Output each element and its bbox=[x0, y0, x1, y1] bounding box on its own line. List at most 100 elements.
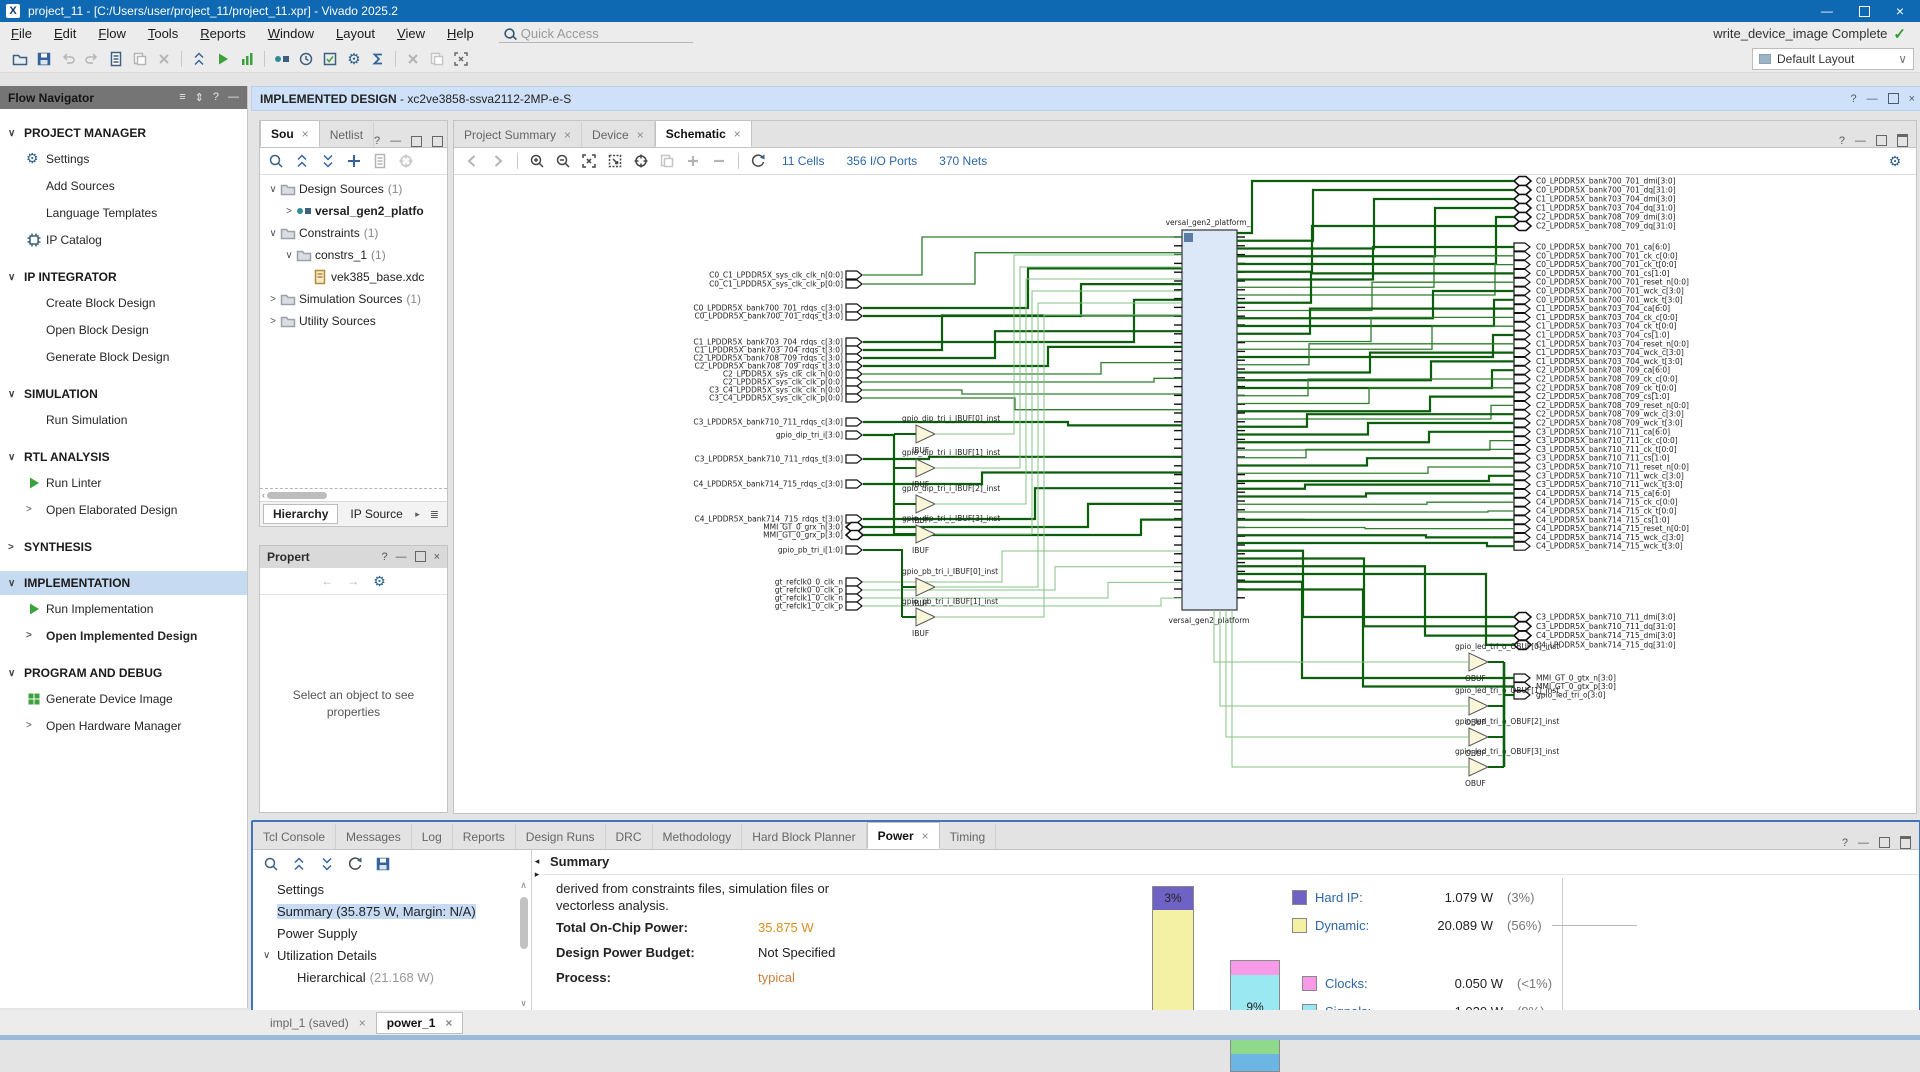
zoom-in-icon[interactable] bbox=[526, 151, 548, 171]
banner-help-icon[interactable]: ? bbox=[1850, 92, 1857, 105]
layout-selector-dropdown[interactable]: Default Layout∨ bbox=[1752, 47, 1914, 70]
panel-minimize-icon[interactable]: — bbox=[390, 135, 402, 147]
power-search-icon[interactable] bbox=[260, 854, 282, 874]
flownav-item-run-linter[interactable]: Run Linter bbox=[0, 469, 247, 496]
panel-maximize-icon[interactable] bbox=[1876, 135, 1887, 146]
add-sources-icon[interactable] bbox=[343, 151, 365, 171]
source-tree-item-versal-gen2-platfo[interactable]: >versal_gen2_platfo bbox=[260, 200, 447, 222]
stat-nets[interactable]: 370 Nets bbox=[939, 154, 988, 168]
attach-icon[interactable] bbox=[426, 49, 448, 69]
bottom-tab-messages[interactable]: Messages bbox=[336, 824, 412, 849]
panel-float-icon[interactable] bbox=[1897, 134, 1908, 147]
panel-minimize-icon[interactable]: — bbox=[1855, 134, 1866, 147]
bottom-tab-drc[interactable]: DRC bbox=[606, 824, 653, 849]
flownav-section-synthesis[interactable]: >SYNTHESIS bbox=[0, 535, 247, 559]
stat-io-ports[interactable]: 356 I/O Ports bbox=[846, 154, 918, 168]
menu-flow[interactable]: Flow bbox=[98, 26, 126, 41]
source-tree-item-vek385-base-xdc[interactable]: vek385_base.xdc bbox=[260, 266, 447, 288]
close-icon[interactable]: × bbox=[921, 828, 929, 843]
tree-expander-icon[interactable]: ∨ bbox=[263, 949, 271, 961]
bottom-tab-log[interactable]: Log bbox=[412, 824, 453, 849]
banner-maximize-icon[interactable] bbox=[1887, 92, 1899, 104]
menu-layout[interactable]: Layout bbox=[335, 26, 376, 41]
menu-view[interactable]: View bbox=[397, 26, 425, 41]
flownav-item-ip-catalog[interactable]: IP Catalog bbox=[0, 226, 247, 253]
sum-icon[interactable] bbox=[367, 49, 389, 69]
timing-icon[interactable] bbox=[295, 49, 317, 69]
tab-schematic[interactable]: Schematic× bbox=[654, 120, 752, 147]
flownav-item-create-block-design[interactable]: Create Block Design bbox=[0, 289, 247, 316]
tree-expander-icon[interactable]: > bbox=[270, 293, 276, 305]
tree-expander-icon[interactable]: > bbox=[270, 315, 276, 327]
add-icon[interactable] bbox=[682, 151, 704, 171]
menu-tools[interactable]: Tools bbox=[147, 26, 179, 41]
flownav-item-add-sources[interactable]: Add Sources bbox=[0, 172, 247, 199]
stats-icon[interactable] bbox=[236, 49, 258, 69]
collapse-all-icon[interactable]: ⇕ bbox=[194, 92, 204, 104]
flownav-item-open-elaborated-design[interactable]: >Open Elaborated Design bbox=[0, 496, 247, 523]
autofit-selection-icon[interactable] bbox=[630, 151, 652, 171]
close-icon[interactable]: × bbox=[1895, 3, 1904, 19]
power-collapse-icon[interactable] bbox=[288, 854, 310, 874]
props-help-icon[interactable]: ? bbox=[381, 551, 388, 563]
source-tree-item-utility-sources[interactable]: >Utility Sources bbox=[260, 310, 447, 332]
tree-expander-icon[interactable]: ∨ bbox=[285, 249, 293, 261]
tree-expander-icon[interactable]: ∨ bbox=[269, 183, 277, 195]
minimize-icon[interactable]: — bbox=[1820, 4, 1833, 18]
tab-scroll-right-icon[interactable]: ▸ bbox=[415, 508, 420, 519]
power-save-icon[interactable] bbox=[372, 854, 394, 874]
flownav-section-rtl-analysis[interactable]: ∨RTL ANALYSIS bbox=[0, 445, 247, 469]
panel-float-icon[interactable] bbox=[432, 135, 444, 147]
schematic-settings-icon[interactable]: ⚙ bbox=[1888, 152, 1902, 169]
power-expand-icon[interactable] bbox=[316, 854, 338, 874]
bottom-tab-reports[interactable]: Reports bbox=[453, 824, 516, 849]
zoom-out-icon[interactable] bbox=[552, 151, 574, 171]
bottom-tab-power[interactable]: Power× bbox=[866, 822, 940, 849]
quick-access-search[interactable]: Quick Access bbox=[498, 25, 693, 43]
flownav-item-open-block-design[interactable]: Open Block Design bbox=[0, 316, 247, 343]
zoom-selection-icon[interactable] bbox=[604, 151, 626, 171]
filter-icon[interactable] bbox=[395, 151, 417, 171]
props-forward-icon[interactable]: → bbox=[347, 574, 360, 588]
tab-sou[interactable]: Sou× bbox=[260, 120, 320, 147]
tree-expander-icon[interactable]: ∨ bbox=[269, 227, 277, 239]
source-tree-item-constraints[interactable]: ∨Constraints(1) bbox=[260, 222, 447, 244]
power-vscrollbar[interactable]: ∧∨ bbox=[519, 880, 528, 1008]
flownav-item-run-implementation[interactable]: Run Implementation bbox=[0, 595, 247, 622]
stat-cells[interactable]: 11 Cells bbox=[782, 154, 825, 168]
flownav-section-ip-integrator[interactable]: ∨IP INTEGRATOR bbox=[0, 265, 247, 289]
rerun-icon[interactable] bbox=[188, 49, 210, 69]
file-icon[interactable] bbox=[369, 151, 391, 171]
close-icon[interactable]: × bbox=[301, 126, 309, 141]
close-icon[interactable]: × bbox=[358, 1015, 366, 1030]
panel-maximize-icon[interactable] bbox=[411, 135, 423, 147]
status-tab-power-1[interactable]: power_1× bbox=[375, 1011, 464, 1034]
flownav-section-program-and-debug[interactable]: ∨PROGRAM AND DEBUG bbox=[0, 661, 247, 685]
bottom-tab-tcl-console[interactable]: Tcl Console bbox=[253, 824, 337, 849]
close-icon[interactable]: × bbox=[636, 127, 644, 142]
bottom-tab-design-runs[interactable]: Design Runs bbox=[516, 824, 606, 849]
expand-cone-icon[interactable] bbox=[656, 151, 678, 171]
close-icon[interactable]: × bbox=[564, 127, 572, 142]
menu-reports[interactable]: Reports bbox=[200, 26, 246, 41]
forward-icon[interactable] bbox=[487, 151, 509, 171]
flownav-section-implementation[interactable]: ∨IMPLEMENTATION bbox=[0, 571, 247, 595]
flownav-item-language-templates[interactable]: Language Templates bbox=[0, 199, 247, 226]
bottom-tab-hard-block-planner[interactable]: Hard Block Planner bbox=[742, 824, 867, 849]
hide-icon[interactable]: — bbox=[228, 91, 239, 103]
panel-float-icon[interactable] bbox=[1900, 836, 1911, 849]
panel-minimize-icon[interactable]: — bbox=[1858, 836, 1869, 849]
tab-list-icon[interactable]: ≣ bbox=[429, 508, 439, 521]
power-tree-item-summary-35-875-w-margin-n-a-[interactable]: Summary (35.875 W, Margin: N/A) bbox=[253, 900, 531, 922]
menu-window[interactable]: Window bbox=[267, 26, 314, 41]
close-icon[interactable]: × bbox=[445, 1015, 453, 1030]
copy-icon[interactable] bbox=[129, 49, 151, 69]
menu-help[interactable]: Help bbox=[446, 26, 474, 41]
sources-hscrollbar[interactable]: ‹ bbox=[260, 488, 447, 501]
zoom-fit-icon[interactable] bbox=[578, 151, 600, 171]
power-refresh-icon[interactable] bbox=[344, 854, 366, 874]
props-maximize-icon[interactable] bbox=[414, 551, 426, 562]
search-icon[interactable] bbox=[265, 151, 287, 171]
power-tree-item-utilization-details[interactable]: ∨Utilization Details bbox=[253, 944, 531, 966]
